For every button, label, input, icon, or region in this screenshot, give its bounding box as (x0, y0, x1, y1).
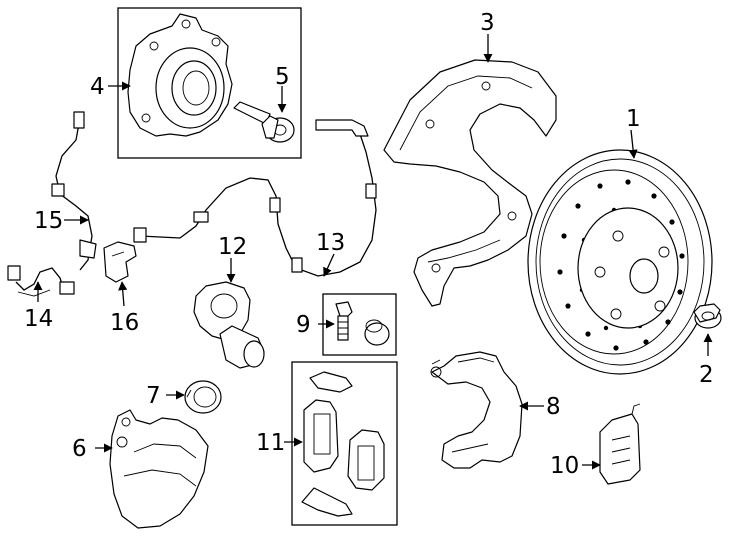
callout-2: 2 (699, 362, 714, 388)
callout-4: 4 (90, 74, 105, 100)
callout-8: 8 (546, 394, 561, 420)
callout-labels: 1 2 3 4 5 6 7 8 9 10 11 12 13 14 15 16 (24, 10, 714, 479)
parking-brake-actuator (193, 281, 265, 369)
pad-retainer-spring (599, 403, 641, 485)
hub-bolt (233, 101, 295, 143)
splash-shield (383, 59, 557, 307)
wheel-hub-bearing (127, 13, 233, 137)
callout-5: 5 (275, 64, 290, 90)
brake-rotor (527, 149, 713, 375)
wheel-bolt (693, 303, 722, 329)
piston-seal-ring (184, 380, 222, 414)
callout-14: 14 (24, 306, 53, 332)
callout-9: 9 (296, 312, 311, 338)
callout-3: 3 (480, 10, 495, 36)
abs-wheel-speed-sensor (51, 111, 97, 271)
brake-pads (301, 371, 385, 517)
bleeder-cap (364, 319, 390, 346)
callout-10: 10 (550, 453, 579, 479)
hub-assembly-box (117, 7, 302, 159)
callout-7: 7 (146, 383, 161, 409)
brake-caliper (109, 409, 209, 529)
brake-pad-kit-box (291, 361, 398, 526)
sensor-bracket (103, 241, 137, 283)
leader-lines (33, 34, 713, 470)
callout-6: 6 (72, 436, 87, 462)
callout-15: 15 (34, 208, 63, 234)
bleeder-screw (335, 301, 353, 341)
callout-12: 12 (218, 234, 247, 260)
callout-13: 13 (316, 230, 345, 256)
rotor-vent-holes (557, 179, 685, 351)
callout-16: 16 (110, 310, 139, 336)
callout-11: 11 (256, 430, 285, 456)
callout-1: 1 (626, 106, 641, 132)
brake-wear-sensor (133, 119, 377, 277)
caliper-bracket (430, 351, 523, 469)
sensor-harness (7, 265, 75, 297)
